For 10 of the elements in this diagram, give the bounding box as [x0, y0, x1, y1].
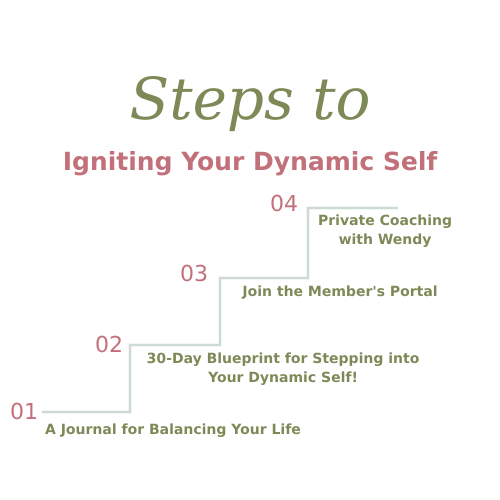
- subtitle: Igniting Your Dynamic Self: [62, 146, 438, 178]
- step-text: A Journal for Balancing Your Life: [45, 421, 302, 440]
- step-number: 01: [10, 399, 38, 427]
- step-text: Join the Member's Portal: [240, 283, 439, 302]
- script-title: Steps to: [128, 64, 372, 135]
- step-number: 03: [180, 261, 208, 289]
- step-number: 04: [270, 191, 298, 219]
- step-number: 02: [95, 332, 123, 360]
- step-text: 30-Day Blueprint for Stepping into Your Dynamic Self!: [146, 350, 420, 388]
- step-text: Private Coaching with Wendy: [317, 212, 453, 250]
